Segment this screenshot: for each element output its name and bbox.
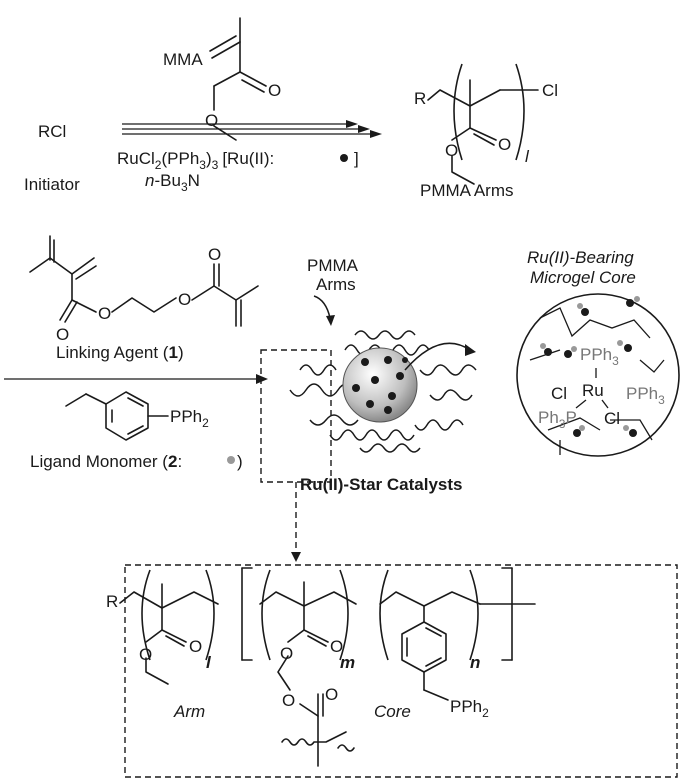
linker-o-1: O <box>98 304 111 323</box>
linker-o-3: O <box>178 290 191 309</box>
product-r: R <box>414 89 426 108</box>
star-polymer: PMMA Arms <box>260 256 477 562</box>
linker-o-4: O <box>208 245 221 264</box>
amine-formula: n-Bu3N <box>145 171 200 194</box>
core-ph3p: Ph3P <box>538 408 577 431</box>
initiator-label: Initiator <box>24 175 80 194</box>
step1-reaction-arrow <box>122 120 382 138</box>
product-ester-o: O <box>445 141 458 160</box>
pmma-arms-label: PMMA Arms <box>420 181 514 200</box>
catalyst-close: ] <box>354 149 359 168</box>
structure-r: R <box>106 592 118 611</box>
ligand-pph2: PPh2 <box>170 407 209 430</box>
core-cl-left: Cl <box>551 384 567 403</box>
step2-reaction-arrow <box>4 374 268 384</box>
initiator-formula: RCl <box>38 122 66 141</box>
core-title-1: Ru(II)-Bearing <box>527 248 634 267</box>
core-ester-o-2: O <box>282 691 295 710</box>
ligand-label-close: ) <box>237 452 243 471</box>
ru-dots <box>352 356 408 414</box>
core-carbonyl-o-2: O <box>325 685 338 704</box>
structure-box <box>124 564 678 778</box>
arm-label: Arm <box>173 702 205 721</box>
magnified-core: Ru(II)-Bearing Microgel Core PPh3 Ru Cl … <box>516 248 680 457</box>
linking-agent-structure: O O O O <box>29 235 259 344</box>
core-ru: Ru <box>582 381 604 400</box>
ligand-dot-legend <box>227 456 235 464</box>
ligand-monomer-label: Ligand Monomer (2: <box>30 452 182 471</box>
star-catalyst-label: Ru(II)-Star Catalysts <box>300 475 462 494</box>
core-label: Core <box>374 702 411 721</box>
step1-mma-monomer: O O MMA <box>163 17 281 141</box>
copolymer-structure: R O O l O O m O O <box>106 567 536 767</box>
core-pph3-right: PPh3 <box>626 384 665 407</box>
index-n: n <box>470 653 480 672</box>
core-ester-o-1: O <box>280 644 293 663</box>
product-paren-left <box>453 63 463 161</box>
core-pph3-top: PPh3 <box>580 345 619 368</box>
zoom-box-selection <box>260 349 332 483</box>
arms-label-1: PMMA <box>307 256 359 275</box>
core-ligand-dots <box>540 296 640 437</box>
linker-o-2: O <box>56 325 69 344</box>
product-cl: Cl <box>542 81 558 100</box>
core-cl-bottom: Cl <box>604 409 620 428</box>
ligand-monomer-structure: PPh2 <box>65 391 209 441</box>
linking-agent-label: Linking Agent (1) <box>56 343 184 362</box>
ru-dot-legend <box>340 154 348 162</box>
index-m: m <box>340 653 355 672</box>
index-l: l <box>206 653 212 672</box>
pmma-arm-product: R O O Cl l <box>414 63 558 185</box>
core-title-2: Microgel Core <box>530 268 636 287</box>
microgel-core <box>342 347 418 423</box>
arm-carbonyl-o: O <box>189 637 202 656</box>
mma-carbonyl-o: O <box>268 81 281 100</box>
product-paren-right <box>515 63 525 161</box>
mma-label: MMA <box>163 50 203 69</box>
core-carbonyl-o: O <box>330 637 343 656</box>
mma-ester-o: O <box>205 111 218 130</box>
core-pph2: PPh2 <box>450 697 489 720</box>
arms-label-2: Arms <box>316 275 356 294</box>
product-index-l: l <box>525 147 530 166</box>
catalyst-formula: RuCl2(PPh3)3[Ru(II): <box>117 149 274 172</box>
product-carbonyl-o: O <box>498 135 511 154</box>
